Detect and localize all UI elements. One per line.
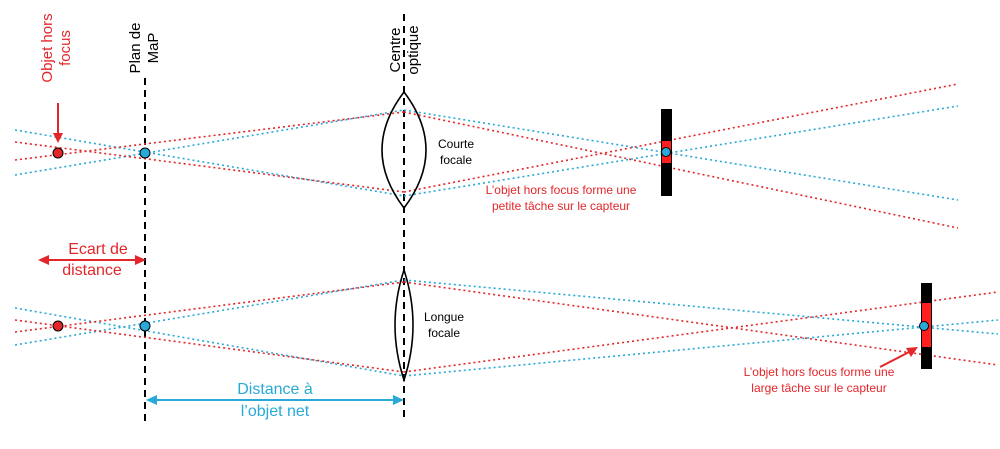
centre-optique-line1: Centre (387, 27, 404, 72)
short-focal-image-point (661, 147, 671, 157)
large-tache-line1: L’objet hors focus forme une (744, 365, 895, 379)
ecart-distance-line2: distance (62, 262, 122, 279)
large-spot-pointer-head (906, 347, 918, 357)
ecart-arrowhead-left (38, 255, 49, 265)
petite-tache-line2: petite tâche sur le capteur (492, 199, 630, 213)
out-of-focus-object-point (52, 147, 64, 159)
centre-optique-line2: optique (405, 25, 422, 74)
objet-hors-focus-line1: Objet hors (39, 13, 56, 82)
long-focal-rays (14, 279, 999, 377)
courte-focale-line1: Courte (438, 137, 474, 151)
distance-arrowhead-right (393, 395, 404, 405)
short-focal-lens (381, 90, 427, 210)
petite-tache-line1: L’objet hors focus forme une (486, 183, 637, 197)
ecart-arrowhead-right (135, 255, 146, 265)
ecart-distance-line1: Ecart de (68, 241, 128, 258)
distance-objet-net-line1: Distance à (237, 381, 313, 398)
objet-hors-focus-label: Objet hors focus (39, 13, 74, 82)
objet-hors-focus-line2: focus (57, 30, 74, 66)
short-focal-rays (14, 83, 959, 229)
centre-optique-label: Centre optique (387, 25, 422, 74)
distance-arrowhead-left (146, 395, 157, 405)
courte-focale-line2: focale (440, 153, 472, 167)
out-of-focus-object-point-2 (52, 320, 64, 332)
longue-focale-line1: Longue (424, 310, 464, 324)
in-focus-object-point (139, 147, 151, 159)
plan-map-line2: MaP (145, 33, 162, 64)
longue-focale-line2: focale (428, 326, 460, 340)
plan-map-label: Plan de MaP (127, 23, 162, 74)
large-spot-pointer-line (879, 349, 914, 368)
object-arrowhead (53, 133, 63, 143)
distance-objet-net-line2: l’objet net (241, 403, 310, 420)
plan-map-line1: Plan de (127, 23, 144, 74)
long-focal-image-point (919, 321, 929, 331)
large-tache-line2: large tâche sur le capteur (751, 381, 886, 395)
in-focus-object-point-2 (139, 320, 151, 332)
long-focal-lens (394, 267, 414, 383)
